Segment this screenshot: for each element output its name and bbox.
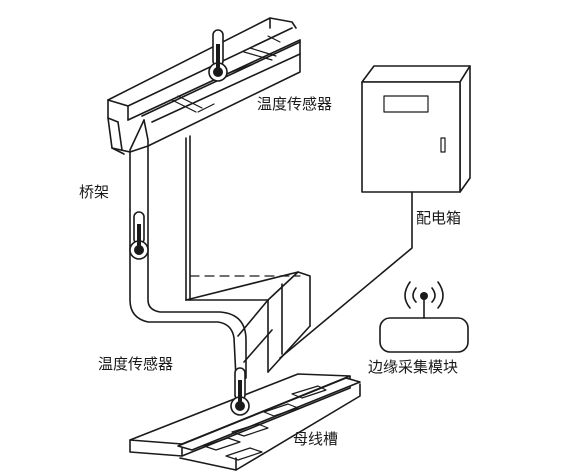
thermometer-icon — [230, 367, 250, 416]
temp-sensor-bottom-label: 温度传感器 — [98, 355, 174, 373]
bridge-label: 桥架 — [79, 183, 110, 201]
distribution-box — [279, 65, 471, 359]
busbar-trench-label: 母线槽 — [293, 430, 339, 448]
edge-module-label: 边缘采集模块 — [368, 358, 459, 376]
busbar-duct — [185, 271, 311, 373]
distribution-box-label: 配电箱 — [416, 209, 462, 227]
thermometer-icon — [208, 29, 228, 82]
edge-module — [379, 292, 469, 353]
thermometer-icon — [129, 211, 149, 260]
wireless-signal-icon — [404, 281, 444, 309]
temp-sensor-top-label: 温度传感器 — [257, 95, 333, 113]
